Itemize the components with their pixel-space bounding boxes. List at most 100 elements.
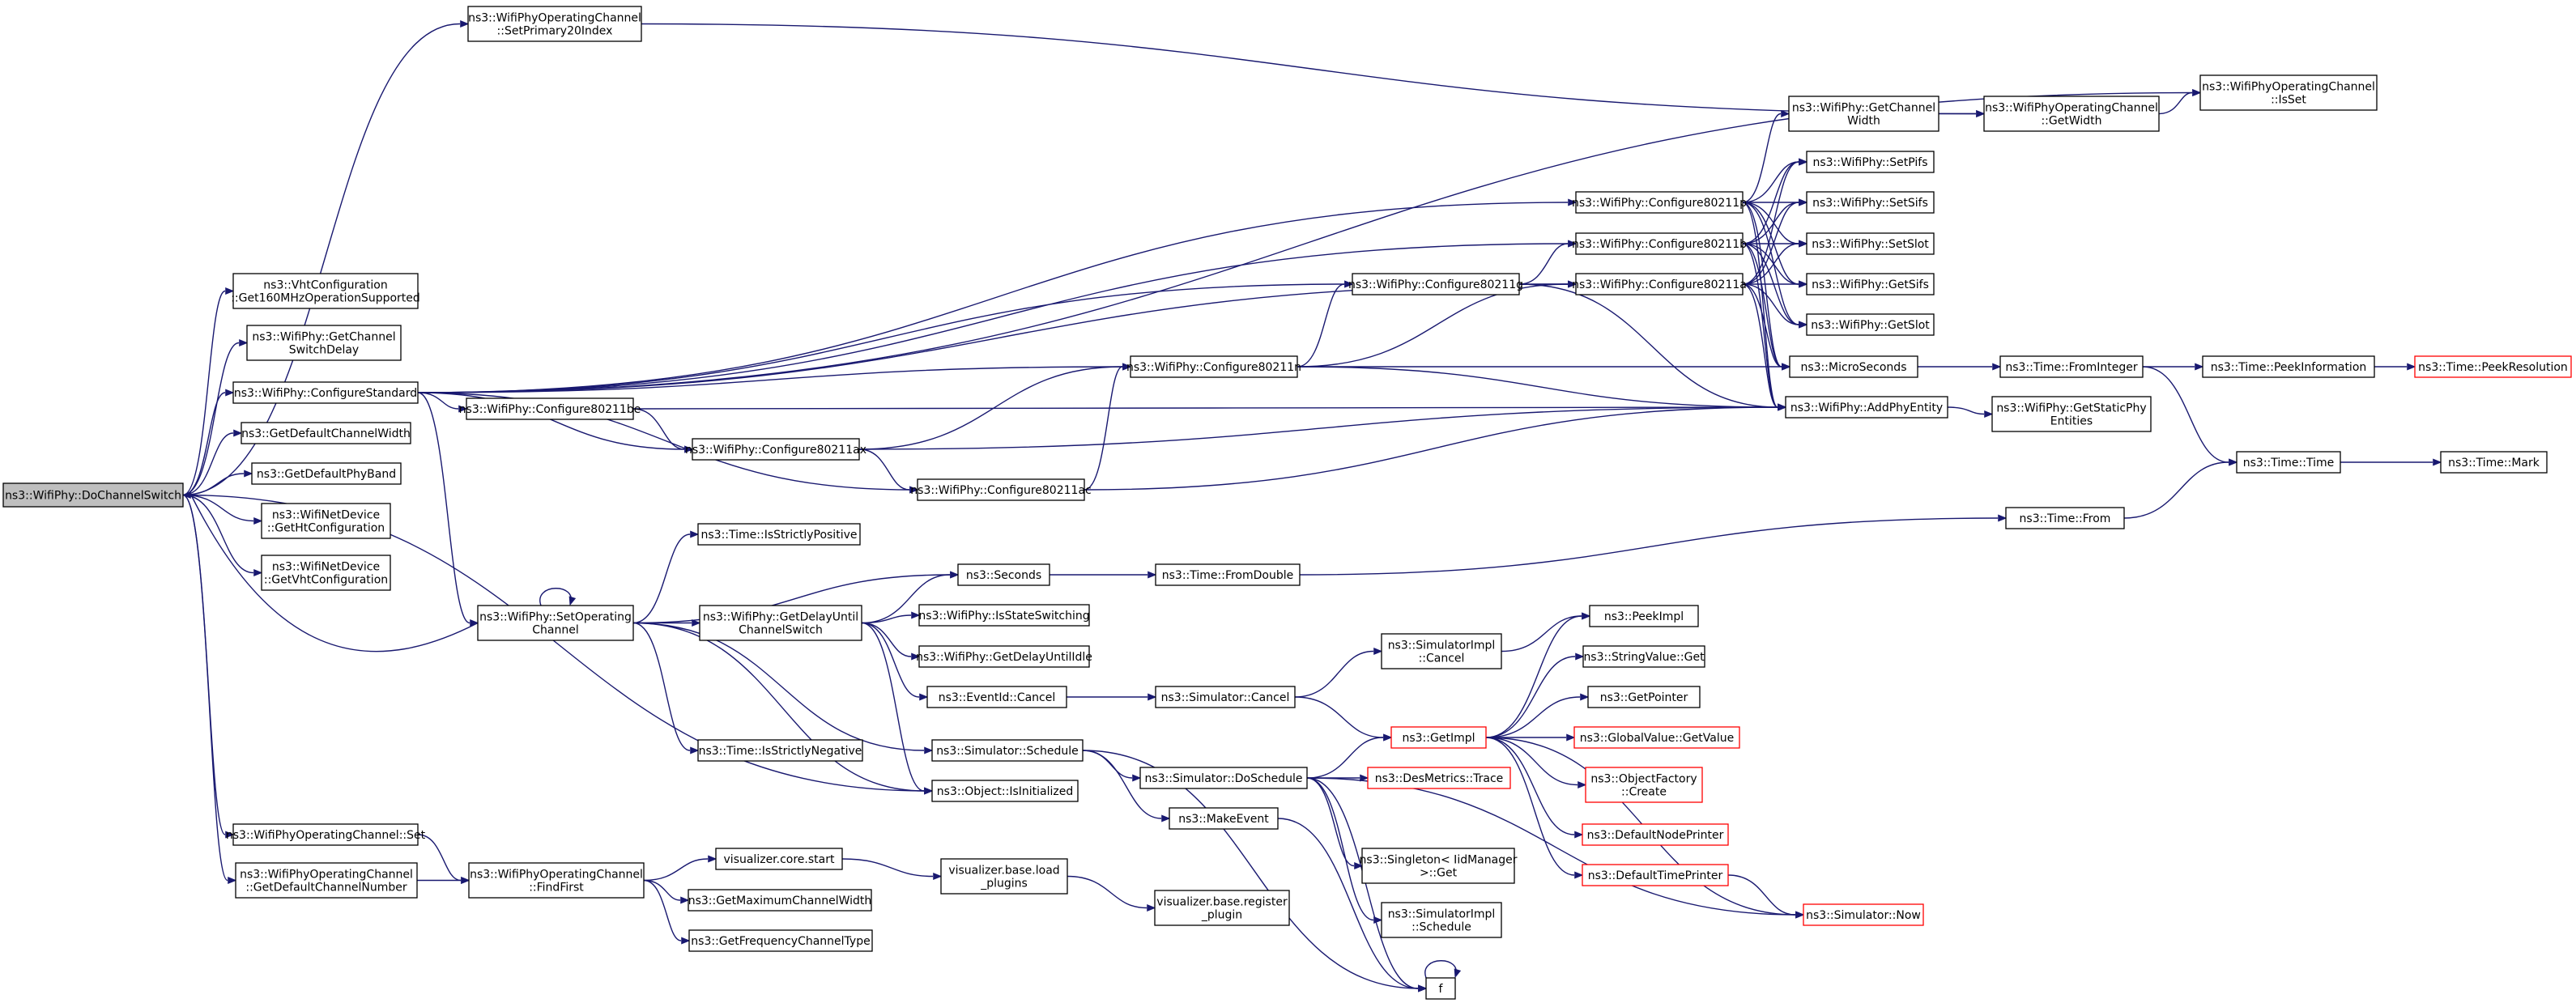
- node-getDelayUntilIdle[interactable]: ns3::WifiPhy::GetDelayUntilIdle: [916, 645, 1092, 668]
- node-setSlot[interactable]: ns3::WifiPhy::SetSlot: [1806, 232, 1935, 255]
- node-isInitialized[interactable]: ns3::Object::IsInitialized: [931, 780, 1079, 802]
- edge-arrowhead: [924, 787, 934, 795]
- node-label: ns3::WifiPhyOperatingChannel: [470, 869, 643, 882]
- node-simulatorSchedule[interactable]: ns3::Simulator::Schedule: [931, 739, 1084, 762]
- node-box: [1130, 355, 1298, 378]
- node-fromDouble[interactable]: ns3::Time::FromDouble: [1155, 563, 1301, 586]
- node-getSlot[interactable]: ns3::WifiPhy::GetSlot: [1806, 313, 1935, 336]
- node-box: [1582, 823, 1729, 846]
- edge-arrowhead: [1799, 158, 1808, 166]
- node-label: ns3::WifiPhy::Configure80211g: [1348, 278, 1523, 291]
- node-configure80211be[interactable]: ns3::WifiPhy::Configure80211be: [459, 397, 641, 420]
- node-root[interactable]: ns3::WifiPhy::DoChannelSwitch: [2, 482, 184, 508]
- node-vizLoadPlugins[interactable]: visualizer.base.load_plugins: [940, 858, 1068, 895]
- node-label: ns3::SimulatorImpl: [1388, 640, 1496, 652]
- node-label: ns3::WifiPhy::SetSlot: [1812, 238, 1929, 251]
- edge-f-f: [1424, 960, 1462, 979]
- node-configure80211ac[interactable]: ns3::WifiPhy::Configure80211ac: [910, 478, 1092, 501]
- node-configure80211g[interactable]: ns3::WifiPhy::Configure80211g: [1348, 273, 1523, 295]
- edge-simImplCancel-peekImpl: [1501, 612, 1591, 652]
- node-timeMark[interactable]: ns3::Time::Mark: [2440, 451, 2548, 474]
- node-stringValueGet[interactable]: ns3::StringValue::Get: [1582, 645, 1705, 668]
- edge-arrowhead: [708, 855, 717, 863]
- edge-findFirst-getFrequencyChannelType: [643, 879, 691, 945]
- node-eventIdCancel[interactable]: ns3::EventId::Cancel: [926, 686, 1067, 708]
- node-isStateSwitching[interactable]: ns3::WifiPhy::IsStateSwitching: [918, 604, 1090, 627]
- node-getMaximumChannelWidth[interactable]: ns3::GetMaximumChannelWidth: [688, 889, 872, 912]
- node-microSeconds[interactable]: ns3::MicroSeconds: [1789, 355, 1918, 378]
- edge-line: [1299, 517, 1999, 576]
- node-getHtConfig[interactable]: ns3::WifiNetDevice::GetHtConfiguration: [261, 503, 391, 539]
- node-fromInteger[interactable]: ns3::Time::FromInteger: [1999, 355, 2144, 378]
- node-vizCoreStart[interactable]: visualizer.core.start: [715, 848, 843, 870]
- edge-line: [861, 622, 912, 657]
- node-defaultTimePrinter[interactable]: ns3::DefaultTimePrinter: [1582, 864, 1729, 886]
- edge-simulatorSchedule-simulatorDoSchedule: [1082, 750, 1142, 782]
- node-getDefaultChannelNumber[interactable]: ns3::WifiPhyOperatingChannel::GetDefault…: [235, 862, 418, 899]
- node-box: [931, 780, 1079, 802]
- node-makeEvent[interactable]: ns3::MakeEvent: [1169, 807, 1279, 830]
- node-peekResolution[interactable]: ns3::Time::PeekResolution: [2414, 355, 2572, 378]
- node-configure80211a[interactable]: ns3::WifiPhy::Configure80211a: [1572, 273, 1747, 295]
- node-simulatorNow[interactable]: ns3::Simulator::Now: [1803, 903, 1924, 926]
- node-isStrictlyPositive[interactable]: ns3::Time::IsStrictlyPositive: [697, 523, 861, 546]
- edge-configure80211g-addPhyEntity: [1518, 283, 1787, 411]
- node-configure80211ax[interactable]: ns3::WifiPhy::Configure80211ax: [685, 438, 866, 461]
- edge-simulatorDoSchedule-singletonGet: [1306, 777, 1364, 869]
- node-peekImpl[interactable]: ns3::PeekImpl: [1589, 605, 1699, 627]
- node-globalValueGetValue[interactable]: ns3::GlobalValue::GetValue: [1573, 726, 1740, 749]
- node-getFrequencyChannelType[interactable]: ns3::GetFrequencyChannelType: [688, 929, 873, 952]
- node-getPointer[interactable]: ns3::GetPointer: [1587, 686, 1701, 708]
- node-timeTime[interactable]: ns3::Time::Time: [2236, 451, 2341, 474]
- node-vhtConfig[interactable]: ns3::VhtConfiguration::Get160MHzOperatio…: [231, 273, 420, 309]
- node-isStrictlyNegative[interactable]: ns3::Time::IsStrictlyNegative: [697, 739, 863, 762]
- node-getSifs[interactable]: ns3::WifiPhy::GetSifs: [1806, 273, 1935, 295]
- node-box: [715, 848, 843, 870]
- node-vizRegisterPlugin[interactable]: visualizer.base.register_plugin: [1154, 890, 1290, 926]
- nodes-layer: ns3::WifiPhy::DoChannelSwitchns3::WifiPh…: [2, 6, 2572, 1000]
- node-simImplSchedule[interactable]: ns3::SimulatorImpl::Schedule: [1381, 902, 1502, 938]
- node-configureStandard[interactable]: ns3::WifiPhy::ConfigureStandard: [232, 381, 419, 404]
- node-getDefaultPhyBand[interactable]: ns3::GetDefaultPhyBand: [251, 462, 402, 485]
- node-configure80211p[interactable]: ns3::WifiPhy::Configure80211p: [1572, 191, 1747, 214]
- node-getDefaultChannelWidth[interactable]: ns3::GetDefaultChannelWidth: [241, 422, 411, 444]
- node-setPrimary20[interactable]: ns3::WifiPhyOperatingChannel::SetPrimary…: [467, 6, 642, 42]
- node-getWidthOC[interactable]: ns3::WifiPhyOperatingChannel::GetWidth: [1983, 96, 2160, 132]
- node-getVhtConfig[interactable]: ns3::WifiNetDevice::GetVhtConfiguration: [261, 555, 391, 591]
- node-box: [1806, 313, 1935, 336]
- edge-line: [1424, 960, 1457, 979]
- node-defaultNodePrinter[interactable]: ns3::DefaultNodePrinter: [1582, 823, 1729, 846]
- node-label: visualizer.base.load: [948, 865, 1059, 878]
- node-isSet[interactable]: ns3::WifiPhyOperatingChannel::IsSet: [2199, 74, 2378, 111]
- node-box: [688, 929, 873, 952]
- node-peekInformation[interactable]: ns3::Time::PeekInformation: [2202, 355, 2375, 378]
- node-configure80211b[interactable]: ns3::WifiPhy::Configure80211b: [1572, 232, 1747, 255]
- edge-line: [182, 432, 234, 496]
- node-configure80211n[interactable]: ns3::WifiPhy::Configure80211n: [1126, 355, 1301, 378]
- edge-seconds-fromDouble: [1050, 571, 1157, 579]
- node-objectFactoryCreate[interactable]: ns3::ObjectFactory::Create: [1585, 767, 1703, 803]
- node-setSifs[interactable]: ns3::WifiPhy::SetSifs: [1806, 191, 1935, 214]
- node-simImplCancel[interactable]: ns3::SimulatorImpl::Cancel: [1381, 633, 1502, 669]
- node-setPifs[interactable]: ns3::WifiPhy::SetPifs: [1806, 151, 1935, 173]
- node-findFirst[interactable]: ns3::WifiPhyOperatingChannel::FindFirst: [468, 862, 645, 899]
- edge-arrowhead: [2192, 89, 2202, 96]
- node-desMetricsTrace[interactable]: ns3::DesMetrics::Trace: [1367, 767, 1511, 789]
- node-box: [1806, 232, 1935, 255]
- node-addPhyEntity[interactable]: ns3::WifiPhy::AddPhyEntity: [1785, 396, 1948, 419]
- node-simulatorDoSchedule[interactable]: ns3::Simulator::DoSchedule: [1139, 767, 1308, 789]
- node-label: ns3::GetDefaultChannelWidth: [241, 427, 411, 440]
- node-seconds[interactable]: ns3::Seconds: [957, 563, 1050, 586]
- node-singletonGet[interactable]: ns3::Singleton< IidManager >::Get: [1360, 848, 1518, 884]
- node-label: ns3::Time::Mark: [2448, 457, 2540, 470]
- node-timeFrom[interactable]: ns3::Time::From: [2005, 507, 2125, 529]
- node-getImpl[interactable]: ns3::GetImpl: [1390, 726, 1487, 749]
- node-opChannelSet[interactable]: ns3::WifiPhyOperatingChannel::Set: [226, 823, 426, 846]
- node-simulatorCancel[interactable]: ns3::Simulator::Cancel: [1155, 686, 1296, 708]
- node-f[interactable]: f: [1425, 977, 1456, 1000]
